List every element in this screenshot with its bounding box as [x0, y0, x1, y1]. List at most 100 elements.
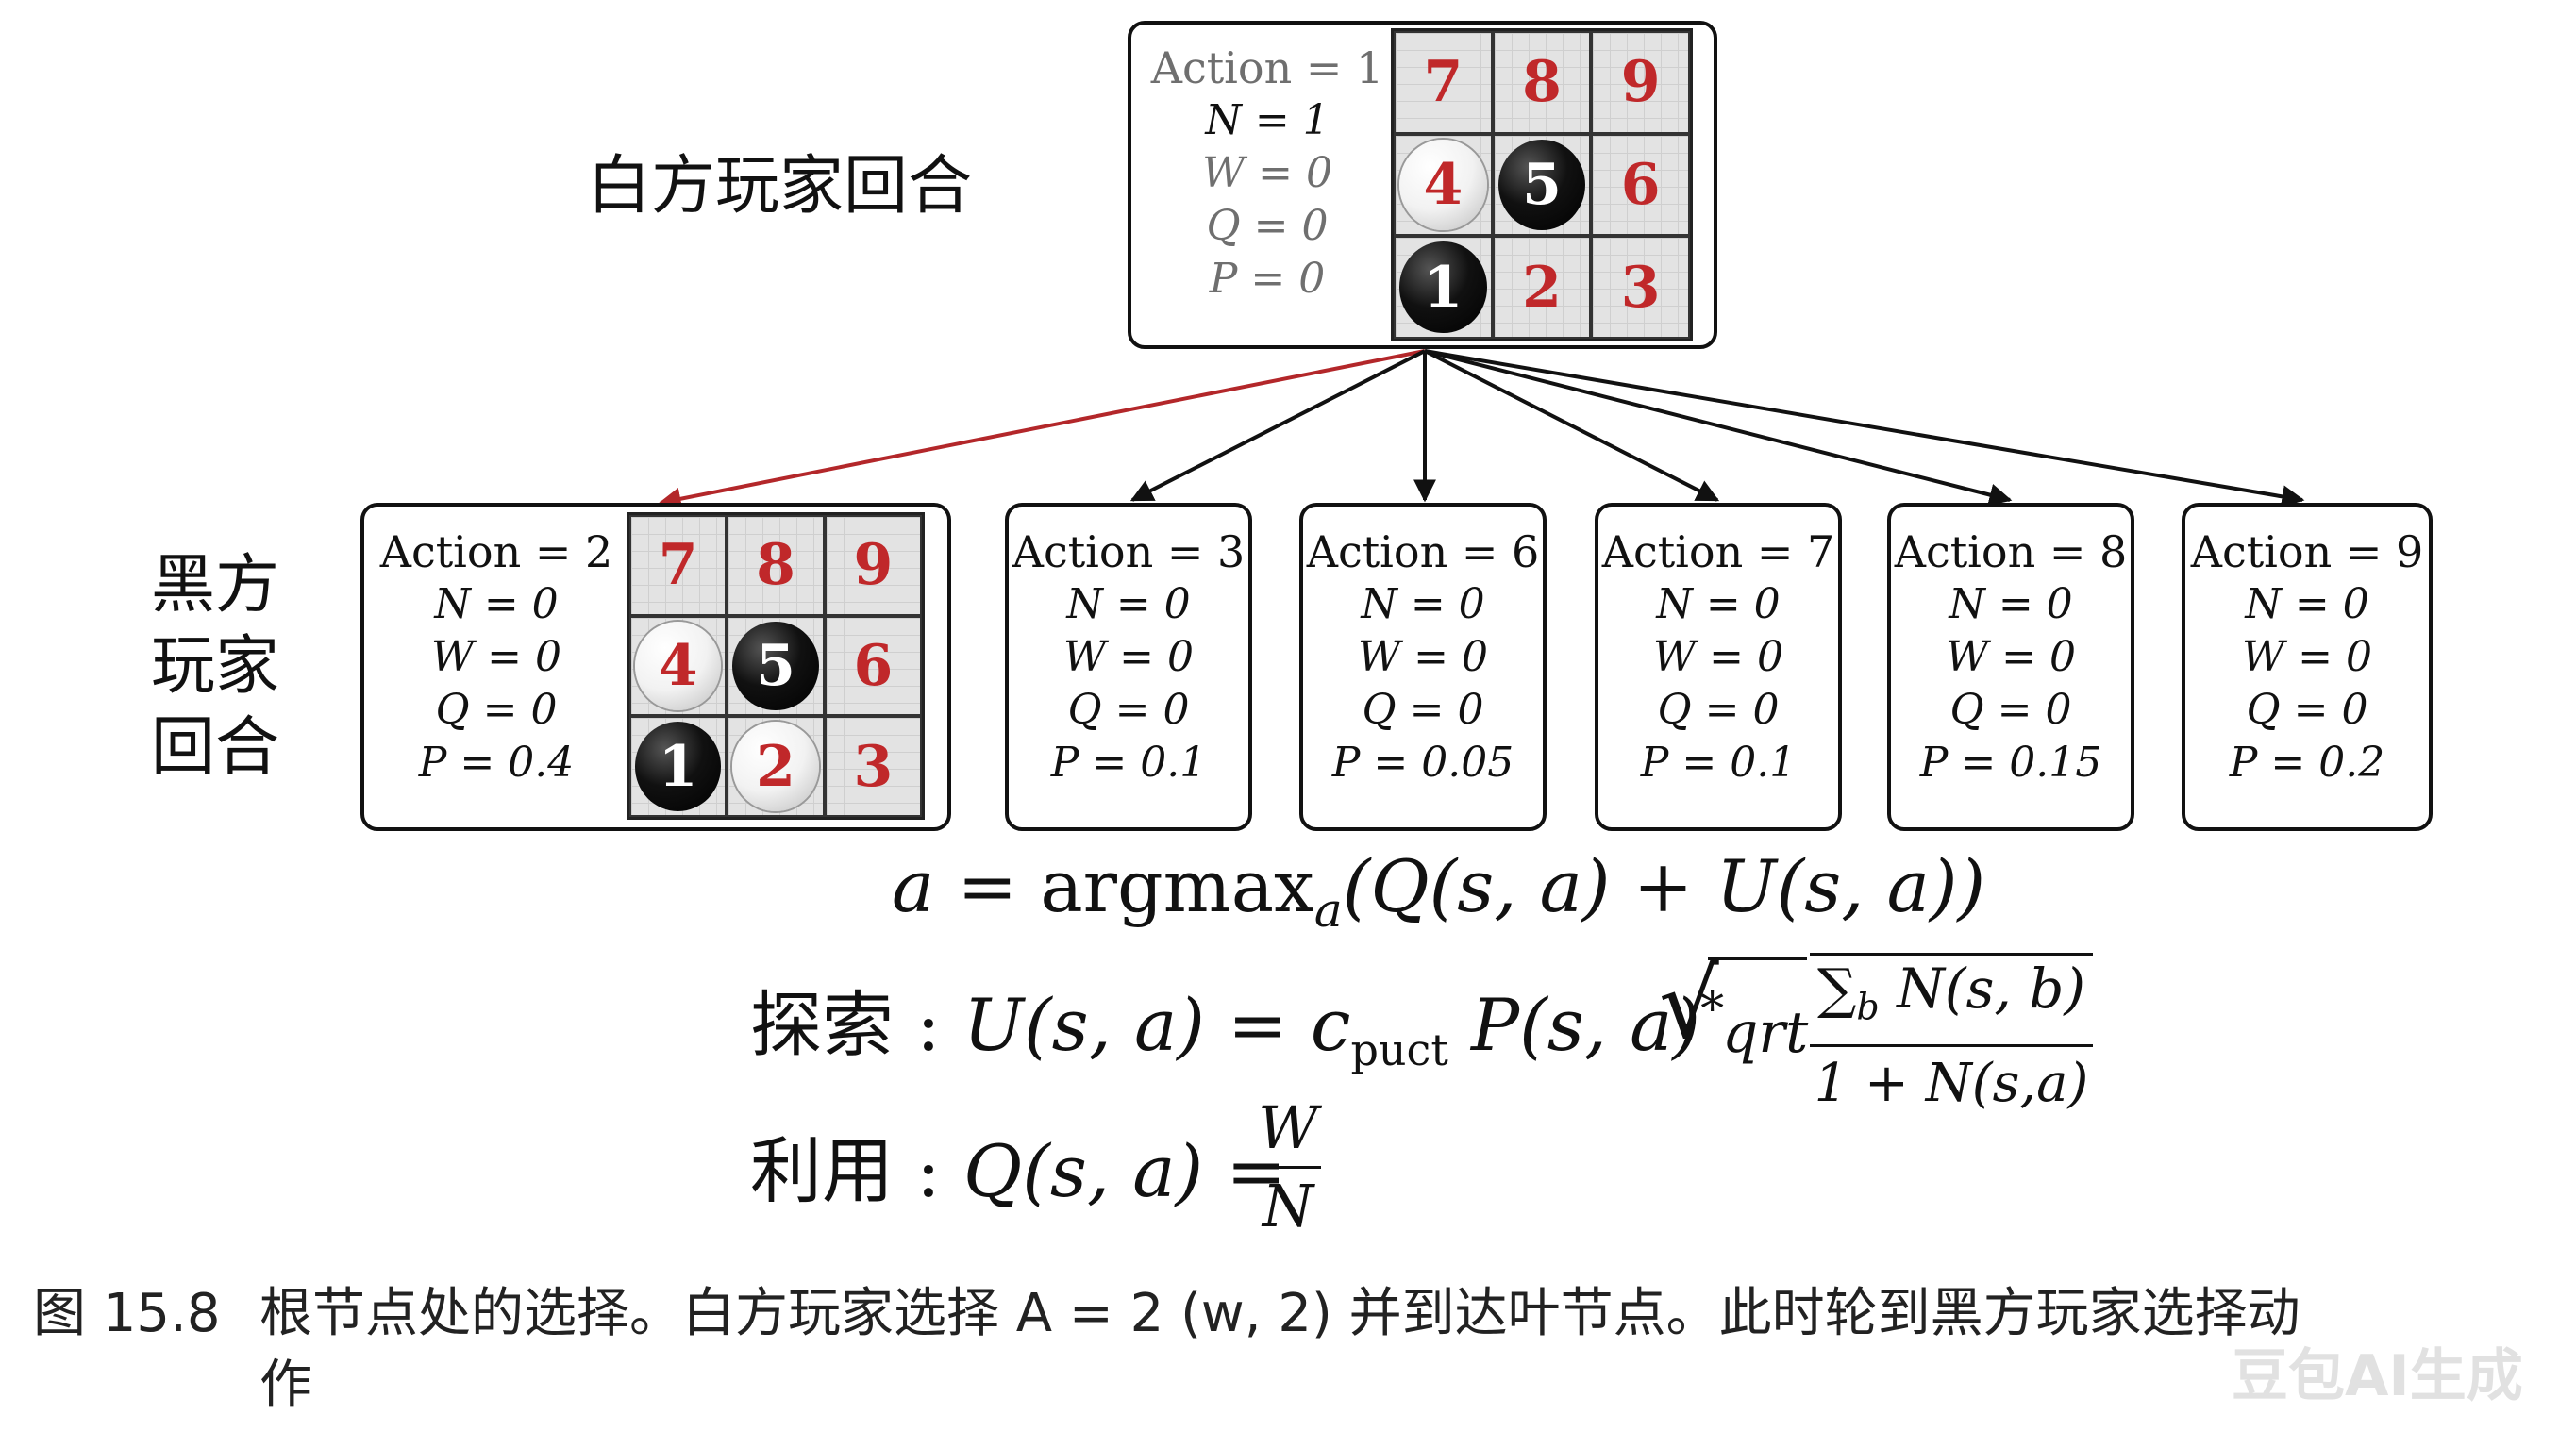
child-w: W = 0 [1357, 633, 1489, 681]
board-cell: 9 [824, 515, 922, 616]
sqrt-bar [1708, 957, 1807, 960]
child-action-label: Action = 8 [1894, 526, 2128, 577]
edge-action-9 [1424, 349, 2305, 508]
child-q: Q = 0 [1067, 686, 1190, 734]
figure-caption: 图 15.8 根节点处的选择。白方玩家选择 A = 2 (w, 2) 并到达叶节点… [33, 1278, 2543, 1422]
cell-number: 4 [1423, 151, 1464, 218]
cell-number: 7 [658, 532, 698, 599]
explore-fraction: ∑b N(s, b) 1 + N(s,a) [1810, 953, 2093, 1117]
board-cell: 5 [1492, 133, 1592, 237]
child-w: W = 0 [1062, 633, 1195, 681]
black-stone [635, 722, 722, 811]
explore-p: P(s, a) [1470, 983, 1701, 1067]
black-stone [1497, 139, 1586, 231]
child-n: N = 0 [1949, 580, 2073, 628]
cell-number: 3 [853, 733, 894, 800]
board-cell: 2 [1492, 236, 1592, 339]
child-action-label: Action = 6 [1306, 526, 1540, 577]
exploit-numerator: W [1258, 1093, 1318, 1162]
child-stats: Action = 9 N = 0 W = 0 Q = 0 P = 0.2 [2185, 525, 2429, 790]
board-cell: 5 [727, 615, 825, 717]
child-node-action-3: Action = 3 N = 0 W = 0 Q = 0 P = 0.1 [1005, 503, 1252, 831]
board-cell: 9 [1591, 31, 1690, 134]
cell-number: 5 [756, 632, 795, 699]
black-turn-line-3: 回合 [151, 710, 280, 785]
watermark: 豆包AI生成 [2232, 1343, 2523, 1409]
cell-number: 1 [1423, 254, 1464, 321]
cell-number: 9 [853, 532, 894, 599]
explore-colon: : [894, 983, 963, 1067]
argmax-lhs: a [892, 844, 935, 928]
child-action-label: Action = 9 [2190, 526, 2424, 577]
child-w: W = 0 [1945, 633, 2077, 681]
child-node-action-8: Action = 8 N = 0 W = 0 Q = 0 P = 0.15 [1887, 503, 2134, 831]
child-q: Q = 0 [435, 686, 558, 734]
root-p: P = 0 [1209, 255, 1326, 303]
black-stone [732, 621, 819, 711]
cell-number: 4 [658, 632, 698, 699]
explore-sum: ∑ [1817, 957, 1857, 1021]
sqrt-text: qrt [1722, 1000, 1809, 1066]
child-stats: Action = 8 N = 0 W = 0 Q = 0 P = 0.15 [1891, 525, 2131, 790]
edge-action-3 [1129, 349, 1426, 502]
child-action-label: Action = 3 [1012, 526, 1246, 577]
child-p: P = 0.05 [1331, 739, 1514, 787]
fraction-bar [1810, 1043, 2093, 1047]
explore-num-rest: N(s, b) [1879, 957, 2085, 1021]
argmax-body: (Q(s, a) + U(s, a)) [1342, 844, 1986, 928]
caption-figure-number: 图 15.8 [33, 1283, 221, 1344]
child-stats: Action = 2 N = 0 W = 0 Q = 0 P = 0.4 [376, 525, 617, 790]
argmax-formula: a = argmaxa(Q(s, a) + U(s, a)) [892, 844, 1985, 938]
child-q: Q = 0 [2246, 686, 2368, 734]
root-stats: Action = 1 N = 1 W = 0 Q = 0 P = 0 [1145, 42, 1390, 306]
board-cell: 6 [1591, 133, 1690, 237]
child-q: Q = 0 [1657, 686, 1780, 734]
board-cell: 1 [1394, 236, 1493, 339]
board-cell: 4 [629, 615, 728, 717]
explore-sum-sub: b [1856, 986, 1880, 1028]
child-n: N = 0 [2245, 580, 2369, 628]
child-node-action-9: Action = 9 N = 0 W = 0 Q = 0 P = 0.2 [2182, 503, 2433, 831]
child-q: Q = 0 [1362, 686, 1484, 734]
cell-number: 5 [1522, 151, 1562, 218]
root-q: Q = 0 [1206, 202, 1329, 250]
caption-line-1: 图 15.8 根节点处的选择。白方玩家选择 A = 2 (w, 2) 并到达叶节点… [33, 1278, 2543, 1350]
child-w: W = 0 [1652, 633, 1784, 681]
board-cell: 2 [727, 716, 825, 817]
exploit-fraction: W N [1255, 1094, 1321, 1240]
caption-text-1: 根节点处的选择。白方玩家选择 A = 2 (w, 2) 并到达叶节点。此时轮到黑… [259, 1283, 2300, 1344]
child-n: N = 0 [1066, 580, 1191, 628]
cell-number: 8 [1522, 49, 1562, 116]
white-stone [732, 722, 819, 811]
caption-line-2: 作 [33, 1350, 2543, 1422]
explore-formula: 探索 : U(s, a) = cpuct P(s, a)* [750, 967, 1725, 1076]
white-stone [1399, 139, 1487, 231]
child-action-label: Action = 7 [1601, 526, 1835, 577]
sqrt-symbol: √ [1659, 949, 1719, 1059]
explore-star: * [1700, 981, 1725, 1037]
root-w: W = 0 [1201, 149, 1333, 197]
cell-number: 3 [1620, 254, 1661, 321]
exploit-lhs: Q(s, a) = [962, 1129, 1286, 1213]
explore-c: c [1310, 983, 1351, 1067]
edge-action-8 [1424, 349, 2013, 507]
child-p: P = 0.2 [2229, 739, 2385, 787]
cell-number: 6 [853, 632, 894, 699]
cell-number: 6 [1620, 151, 1661, 218]
child-node-action-7: Action = 7 N = 0 W = 0 Q = 0 P = 0.1 [1595, 503, 1842, 831]
child-w: W = 0 [2241, 633, 2373, 681]
root-n: N = 1 [1205, 96, 1330, 144]
black-turn-line-2: 玩家 [151, 629, 280, 704]
board-cell: 4 [1394, 133, 1493, 237]
board-cell: 7 [1394, 31, 1493, 134]
white-turn-label: 白方玩家回合 [587, 149, 973, 224]
cell-number: 1 [658, 733, 698, 800]
child-node-action-6: Action = 6 N = 0 W = 0 Q = 0 P = 0.05 [1299, 503, 1547, 831]
fraction-bar [1255, 1166, 1321, 1169]
explore-c-sub: puct [1350, 1024, 1448, 1076]
